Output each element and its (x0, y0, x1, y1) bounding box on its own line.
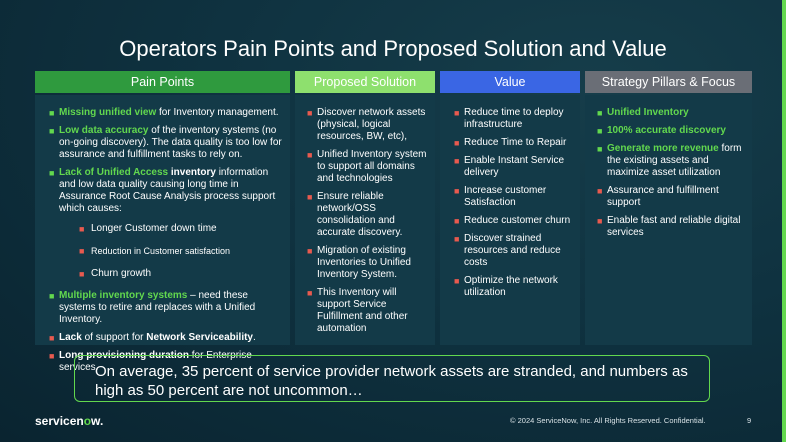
list-item: ■Multiple inventory systems – need these… (49, 290, 256, 325)
accent-bar (782, 0, 786, 442)
pain-points-list: ■Missing unified view for Inventory mana… (35, 95, 290, 215)
sub-list-item: ■Reduction in Customer satisfaction (79, 246, 231, 256)
list-item: ■Unified Inventory (597, 107, 689, 118)
servicenow-logo: servicenow. (35, 414, 104, 428)
proposed-solution-list: ■Discover network assets (physical, logi… (295, 95, 435, 335)
list-item: ■Increase customer Satisfaction (454, 185, 547, 208)
list-item: ■Discover strained resources and reduce … (454, 233, 561, 268)
strategy-header: Strategy Pillars & Focus Areas (585, 71, 752, 111)
list-item: ■Low data accuracy of the inventory syst… (49, 125, 282, 160)
list-item: ■Generate more revenue form the existing… (597, 143, 742, 178)
copyright-text: © 2024 ServiceNow, Inc. All Rights Reser… (510, 416, 706, 425)
proposed-solution-header: Proposed Solution (295, 71, 435, 93)
sub-list-item: ■Longer Customer down time (79, 223, 217, 234)
pain-points-header: Pain Points (35, 71, 290, 93)
value-header: Value (440, 71, 580, 93)
list-item: ■Reduce time to deploy infrastructure (454, 107, 564, 130)
list-item: ■Lack of support for Network Serviceabil… (49, 332, 256, 343)
pain-points-column: ■Missing unified view for Inventory mana… (35, 95, 290, 373)
callout-text: On average, 35 percent of service provid… (95, 363, 688, 399)
list-item: ■Enable fast and reliable digital servic… (597, 215, 741, 238)
value-column: ■Reduce time to deploy infrastructure ■R… (440, 95, 580, 345)
strategy-column: ■Unified Inventory ■100% accurate discov… (585, 95, 752, 345)
list-item: ■Enable Instant Service delivery (454, 155, 565, 178)
list-item: ■Ensure reliable network/OSS consolidati… (307, 191, 403, 238)
callout-box: On average, 35 percent of service provid… (74, 355, 710, 402)
list-item: ■Missing unified view for Inventory mana… (49, 107, 279, 118)
list-item: ■This Inventory will support Service Ful… (307, 287, 408, 334)
proposed-solution-column: ■Discover network assets (physical, logi… (295, 95, 435, 345)
pain-points-sublist: ■Longer Customer down time ■Reduction in… (35, 223, 290, 280)
list-item: ■Migration of existing Inventories to Un… (307, 245, 411, 280)
list-item: ■Discover network assets (physical, logi… (307, 107, 426, 142)
list-item: ■Unified Inventory system to support all… (307, 149, 427, 184)
list-item: ■100% accurate discovery (597, 125, 726, 136)
value-list: ■Reduce time to deploy infrastructure ■R… (440, 95, 580, 299)
list-item: ■Reduce customer churn (454, 215, 571, 226)
page-number: 9 (747, 416, 752, 425)
list-item: ■Reduce Time to Repair (454, 137, 567, 148)
slide-title: Operators Pain Points and Proposed Solut… (119, 36, 667, 61)
list-item: ■Optimize the network utilization (454, 275, 558, 298)
list-item: ■Assurance and fulfillment support (597, 185, 719, 208)
list-item: ■Lack of Unified Access inventory inform… (49, 167, 276, 214)
strategy-list: ■Unified Inventory ■100% accurate discov… (585, 95, 752, 239)
sub-list-item: ■Churn growth (79, 268, 152, 279)
